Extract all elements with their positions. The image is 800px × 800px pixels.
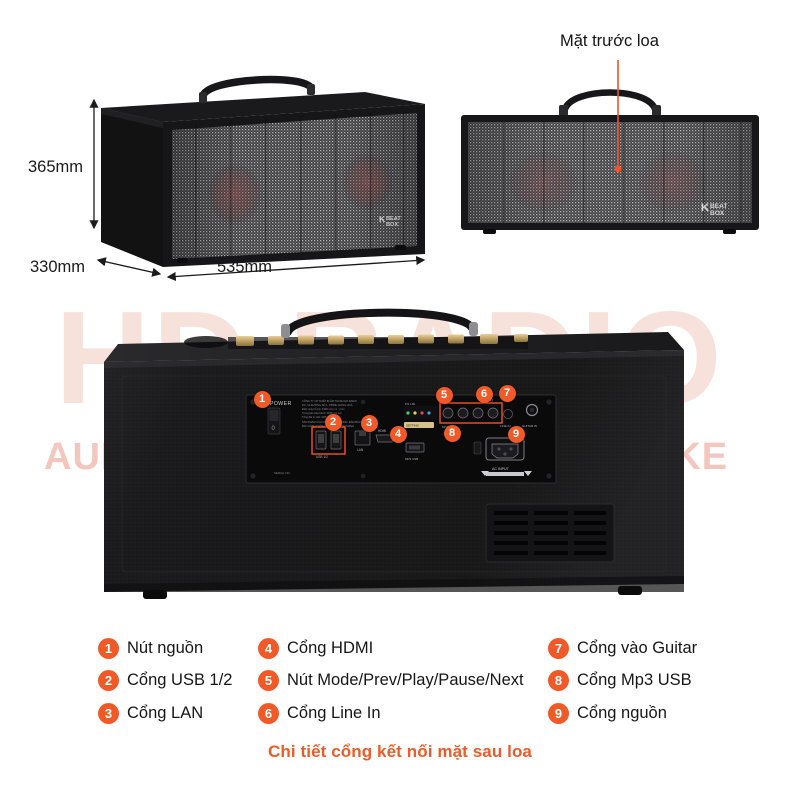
legend-badge-8: 8	[548, 670, 569, 692]
legend-label-6: Cổng Line In	[287, 703, 381, 722]
svg-text:SETTING: SETTING	[406, 424, 420, 428]
svg-text:P R L BL: P R L BL	[405, 402, 416, 406]
carry-handle	[199, 75, 315, 103]
brand-logo-perspective: K BEAT BOX	[379, 214, 401, 228]
svg-text:Điện máy hỗ trợ: 1900 xxxx xx: Điện máy hỗ trợ: 1900 xxxx xx - xxxx	[302, 406, 345, 411]
legend-badge-4: 4	[258, 637, 279, 659]
legend-column-1: 1 Nút nguồn 2 Cổng USB 1/2 3 Cổng LAN	[98, 632, 232, 730]
legend-label-8: Cổng Mp3 USB	[577, 671, 692, 690]
legend-item-5: 5 Nút Mode/Prev/Play/Pause/Next	[258, 665, 524, 698]
vent-grille	[485, 503, 615, 563]
legend-label-9: Cổng nguồn	[577, 703, 667, 722]
svg-text:POWER: POWER	[270, 401, 292, 407]
speaker-rear-view: POWER 0 CÔNG TY CP THIẾT BỊ ÂM THANH HD …	[104, 308, 684, 599]
legend-badge-6: 6	[258, 702, 279, 724]
legend-badge-7: 7	[548, 637, 569, 659]
brand-logo-front: K BEAT BOX	[701, 202, 727, 217]
ac-input-socket: AC INPUT	[481, 437, 532, 476]
panel-callout-6: 6	[475, 385, 493, 403]
svg-text:GUITAR IN: GUITAR IN	[522, 424, 537, 428]
svg-text:K: K	[379, 214, 386, 224]
legend-item-6: 6 Cổng Line In	[258, 697, 524, 730]
panel-callout-7: 7	[498, 384, 516, 402]
legend-item-9: 9 Cổng nguồn	[548, 697, 697, 730]
svg-text:0: 0	[272, 426, 276, 432]
legend-column-3: 7 Cổng vào Guitar 8 Cổng Mp3 USB 9 Cổng nguồn	[548, 632, 697, 730]
legend-label-7: Cổng vào Guitar	[577, 638, 698, 657]
svg-text:BOX: BOX	[386, 222, 398, 228]
legend-label-5: Nút Mode/Prev/Play/Pause/Next	[287, 671, 524, 690]
front-view-callout-label: Mặt trước loa	[560, 32, 659, 50]
svg-text:BEAT: BEAT	[710, 203, 727, 210]
legend-badge-5: 5	[258, 670, 279, 692]
caption: Chi tiết cổng kết nối mặt sau loa	[267, 742, 532, 761]
panel-callout-5: 5	[435, 386, 453, 404]
legend-label-4: Cổng HDMI	[287, 638, 374, 657]
carry-handle-rear	[281, 308, 478, 338]
legend-item-1: 1 Nút nguồn	[98, 632, 232, 665]
panel-callout-3: 3	[360, 414, 378, 432]
svg-text:HDMI: HDMI	[378, 429, 386, 433]
svg-text:K: K	[701, 202, 709, 214]
svg-text:BOX: BOX	[710, 210, 725, 217]
panel-callout-2: 2	[324, 413, 342, 431]
svg-text:CÔNG TY CP THIẾT BỊ ÂM THANH H: CÔNG TY CP THIẾT BỊ ÂM THANH HD RADIO	[302, 398, 357, 403]
legend-label-3: Cổng LAN	[127, 703, 204, 722]
speaker-perspective-view: K BEAT BOX	[101, 75, 425, 267]
svg-text:Tổng đài tư vấn: 028 xxxx xxxx: Tổng đài tư vấn: 028 xxxx xxxx	[302, 415, 338, 419]
dimension-height-label: 365mm	[28, 158, 84, 176]
svg-text:DC: 12 ĐƯỜNG SỐ 1, P.BÌNH HƯNG: DC: 12 ĐƯỜNG SỐ 1, P.BÌNH HƯNG HOÀ	[302, 402, 353, 407]
panel-callout-1: 1	[253, 390, 271, 408]
legend-item-2: 2 Cổng USB 1/2	[98, 665, 232, 698]
dimension-depth-label: 330mm	[30, 258, 86, 276]
panel-callout-9: 9	[507, 425, 525, 443]
svg-text:BEAT: BEAT	[386, 216, 401, 222]
legend-label-1: Nút nguồn	[127, 638, 204, 657]
legend-badge-2: 2	[98, 670, 119, 692]
svg-text:Trung tâm bảo hành: 0938 xxx x: Trung tâm bảo hành: 0938 xxx xxx	[302, 411, 342, 415]
panel-callout-4: 4	[389, 425, 407, 443]
dimension-arrows	[89, 98, 426, 282]
svg-text:LINE IN: LINE IN	[500, 424, 511, 428]
svg-text:USB 1/2: USB 1/2	[316, 455, 328, 459]
front-callout-leader-line	[614, 60, 622, 173]
legend-item-3: 3 Cổng LAN	[98, 697, 232, 730]
panel-callout-8: 8	[443, 424, 461, 442]
svg-text:AC INPUT: AC INPUT	[492, 467, 510, 471]
legend: 1 Nút nguồn 2 Cổng USB 1/2 3 Cổng LAN 4 Cổng H…	[0, 632, 800, 732]
legend-badge-3: 3	[98, 702, 119, 724]
svg-text:SERIAL NO: SERIAL NO	[274, 471, 291, 475]
legend-column-2: 4 Cổng HDMI 5 Nút Mode/Prev/Play/Pause/Next…	[258, 632, 524, 730]
speaker-front-view: K BEAT BOX	[461, 89, 759, 234]
svg-text:MP3 USB: MP3 USB	[405, 457, 418, 461]
legend-item-4: 4 Cổng HDMI	[258, 632, 524, 665]
svg-text:LAN: LAN	[357, 448, 364, 452]
top-knob-row	[184, 334, 528, 349]
carry-handle-front	[559, 89, 661, 116]
legend-badge-9: 9	[548, 702, 569, 724]
legend-item-8: 8 Cổng Mp3 USB	[548, 665, 697, 698]
legend-label-2: Cổng USB 1/2	[127, 671, 233, 690]
legend-item-7: 7 Cổng vào Guitar	[548, 632, 697, 665]
legend-badge-1: 1	[98, 637, 119, 659]
